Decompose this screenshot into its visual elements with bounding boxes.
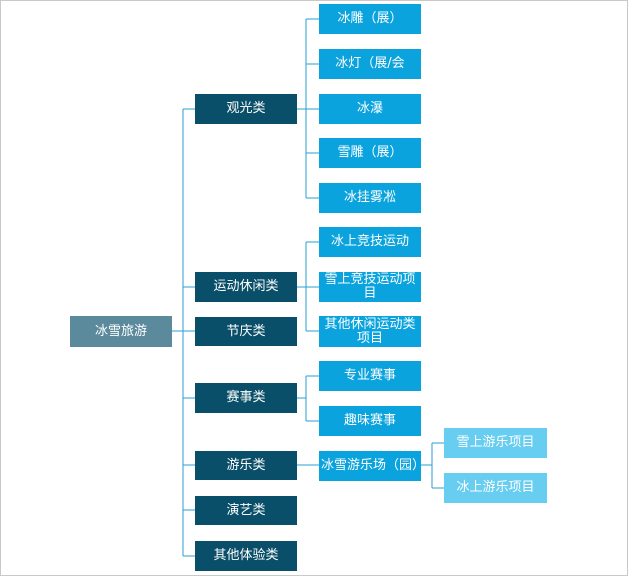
root-label: 冰雪旅游 [94, 323, 147, 339]
item-label: 冰雪游乐场（园） [321, 458, 426, 473]
category-label: 游乐类 [226, 457, 266, 473]
category-label: 赛事类 [226, 390, 266, 405]
category-performance: 演艺类 [195, 496, 297, 525]
sightseeing-item-ice-sculpture: 冰雕（展） [319, 4, 421, 34]
event-item-professional: 专业赛事 [319, 361, 421, 391]
category-label: 观光类 [226, 101, 266, 116]
item-label: 冰灯（展/会 [335, 56, 405, 71]
category-sports-leisure: 运动休闲类 [195, 272, 297, 302]
item-label: 专业赛事 [343, 368, 396, 383]
item-label: 冰瀑 [356, 101, 383, 116]
item-label: 雪上游乐项目 [456, 435, 535, 450]
category-festival: 节庆类 [195, 317, 297, 346]
sightseeing-item-rime: 冰挂雾凇 [319, 183, 421, 213]
item-label: 冰上竞技运动 [330, 234, 409, 249]
category-other-experience: 其他体验类 [195, 541, 297, 571]
item-label: 冰挂雾凇 [343, 190, 396, 205]
sports-item-ice-competition: 冰上竞技运动 [319, 227, 421, 257]
category-sightseeing: 观光类 [195, 94, 297, 124]
category-label: 节庆类 [226, 323, 266, 339]
item-label: 其他休闲运动类项目 [324, 316, 416, 346]
amusement-item-ice-snow-park: 冰雪游乐场（园） [319, 451, 426, 481]
park-item-ice-rides: 冰上游乐项目 [444, 473, 547, 503]
sightseeing-item-ice-lantern: 冰灯（展/会 [319, 49, 421, 79]
sightseeing-item-ice-waterfall: 冰瀑 [319, 94, 421, 124]
item-label: 趣味赛事 [343, 413, 396, 428]
category-events: 赛事类 [195, 383, 297, 413]
item-label: 冰上游乐项目 [456, 480, 535, 495]
sports-item-snow-competition: 雪上竞技运动项目 [319, 272, 421, 302]
sightseeing-item-snow-sculpture: 雪雕（展） [319, 138, 421, 168]
park-item-snow-rides: 雪上游乐项目 [444, 428, 547, 458]
item-label: 冰雕（展） [337, 11, 403, 26]
category-label: 运动休闲类 [213, 279, 279, 294]
category-label: 演艺类 [226, 502, 266, 518]
sports-item-other-leisure: 其他休闲运动类项目 [319, 316, 421, 347]
event-item-fun: 趣味赛事 [319, 406, 421, 436]
item-label: 雪雕（展） [337, 145, 403, 160]
root-node: 冰雪旅游 [70, 316, 172, 347]
item-label: 雪上竞技运动项目 [324, 272, 416, 301]
category-label: 其他体验类 [213, 548, 279, 563]
category-amusement: 游乐类 [195, 451, 297, 480]
